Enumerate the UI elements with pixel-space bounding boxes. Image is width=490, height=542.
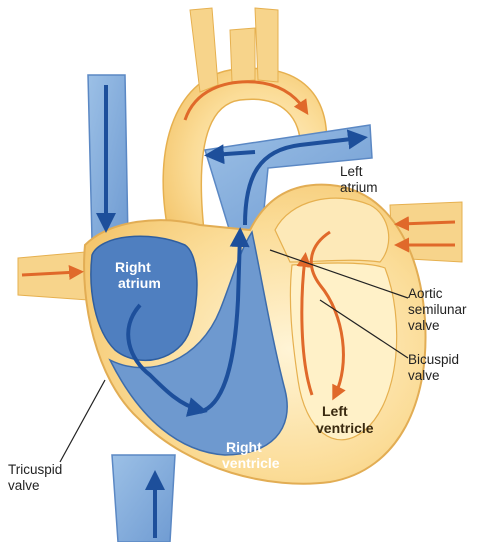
- left-atrium-label: Left atrium: [340, 164, 378, 195]
- aortic-branch-2: [230, 28, 255, 82]
- aortic-valve-label: Aortic semilunar valve: [408, 286, 470, 333]
- bicuspid-valve-label: Bicuspid valve: [408, 352, 463, 383]
- aortic-branch-1: [190, 8, 218, 92]
- right-atrium-label: Right atrium: [115, 259, 161, 291]
- flow-arrow-pv-right: [400, 222, 455, 224]
- aortic-branch-3: [255, 8, 278, 82]
- inferior-vena-cava: [112, 455, 175, 542]
- tricuspid-valve-label: Tricuspid valve: [8, 462, 66, 493]
- leader-tricuspid-valve: [60, 380, 105, 462]
